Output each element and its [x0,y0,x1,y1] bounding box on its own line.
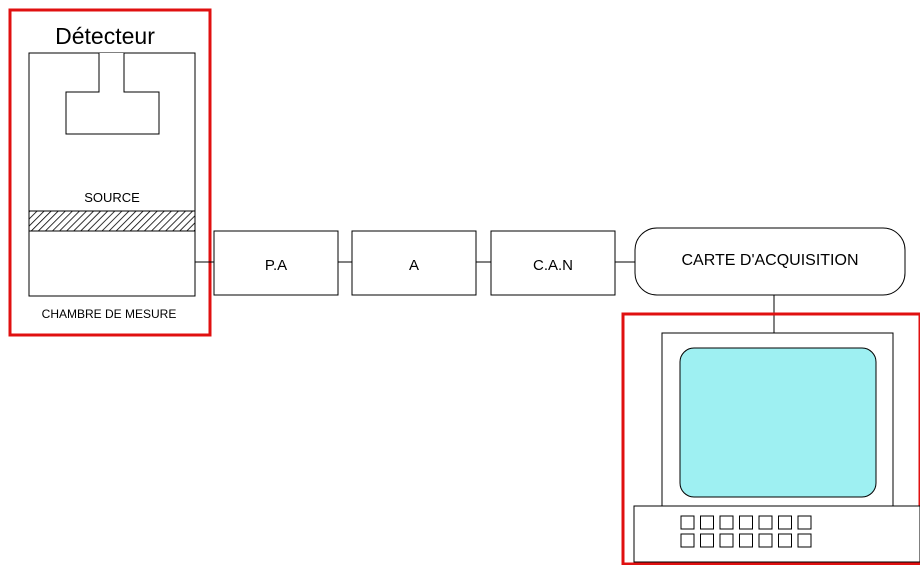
source-label: SOURCE [84,190,140,205]
keyboard-base [633,505,920,563]
detector-shape [65,53,160,135]
keyboard-key [739,515,753,530]
keyboard-keys [680,515,812,548]
can-box [490,230,616,296]
amplifier-label: A [409,257,419,274]
computer-highlight-frame [621,312,920,565]
acquisition-card-label: CARTE D'ACQUISITION [682,252,859,269]
chamber-highlight-frame [8,8,212,337]
pa-box [213,230,339,296]
chamber-label: CHAMBRE DE MESURE [42,307,177,321]
keyboard-key [758,533,773,548]
keyboard-key [680,533,695,548]
computer-screen [679,347,877,498]
keyboard-key [700,533,714,548]
source-layer [28,210,196,232]
keyboard-key [680,515,695,530]
can-label: C.A.N [533,257,573,274]
keyboard-key [797,515,812,530]
keyboard-key [778,515,792,530]
keyboard-key [719,533,734,548]
acquisition-card-box [634,227,906,296]
keyboard-key [797,533,812,548]
keyboard-key [778,533,792,548]
keyboard-key [700,515,714,530]
keyboard-key [719,515,734,530]
pa-label: P.A [265,257,287,274]
keyboard-key [739,533,753,548]
amplifier-box [351,230,477,296]
detector-label: Détecteur [55,23,155,49]
keyboard-key [758,515,773,530]
